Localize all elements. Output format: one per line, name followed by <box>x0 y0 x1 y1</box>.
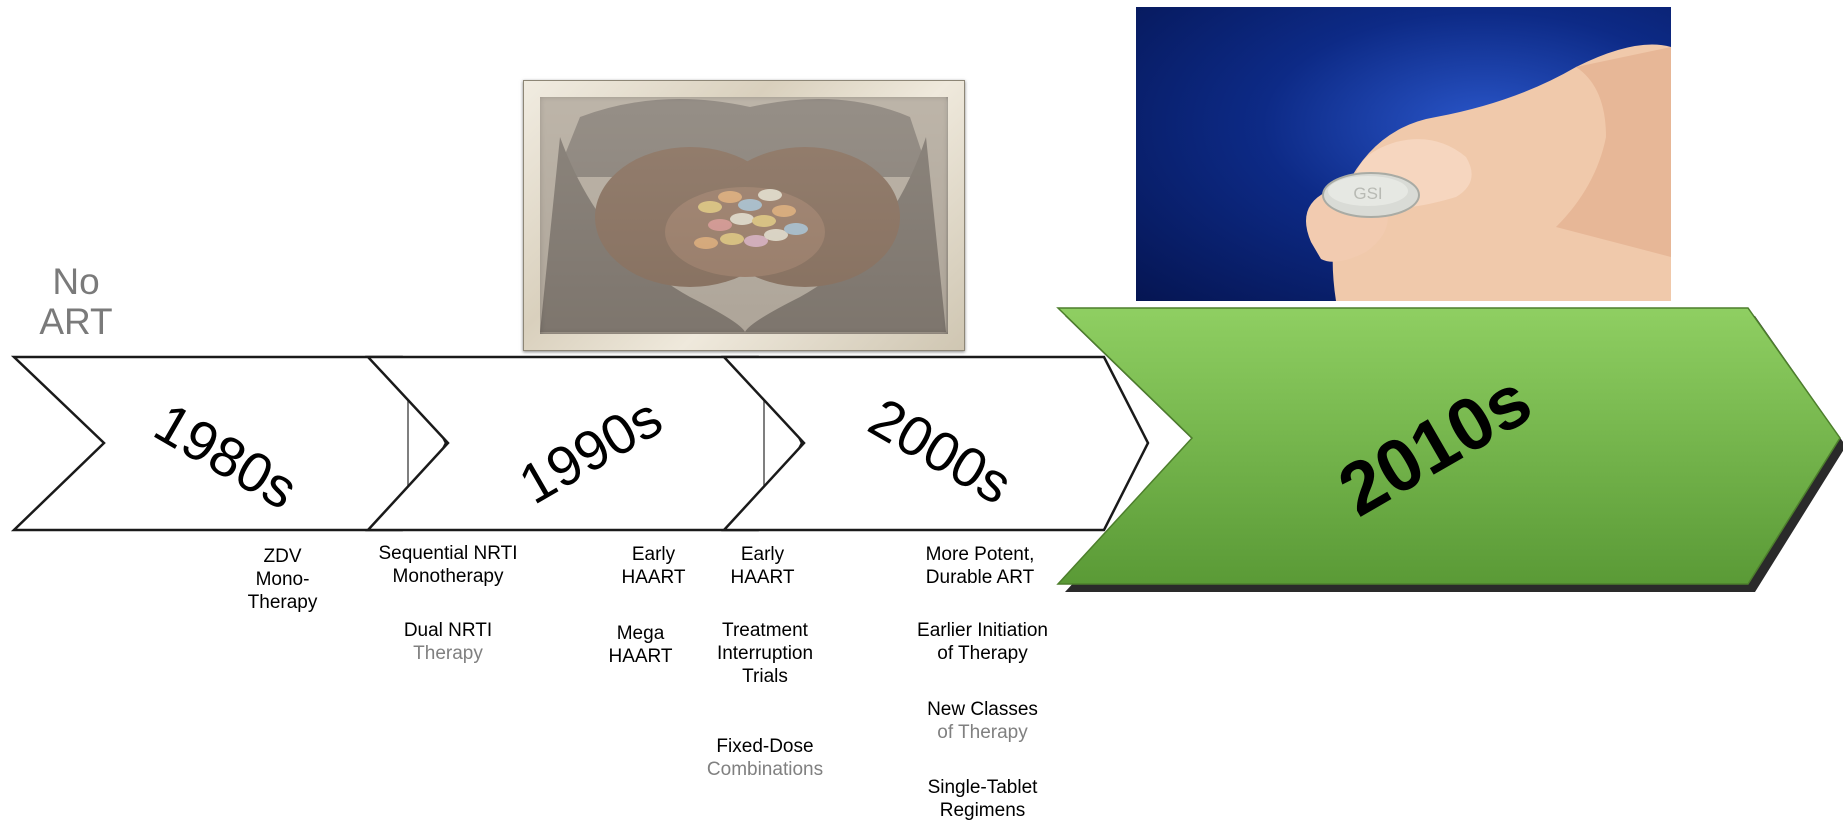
label-earlier-initiation: Earlier Initiation of Therapy <box>917 620 1048 664</box>
label-early-haart-2000s: Early HAART <box>730 544 795 588</box>
label-single-tablet: Single-Tablet Regimens <box>927 777 1038 821</box>
pill-imprint: GSI <box>1353 184 1382 203</box>
label-early-haart-1990s: Early HAART <box>621 544 686 588</box>
no-art-line2: ART <box>39 301 113 342</box>
label-sequential-nrti: Sequential NRTI Monotherapy <box>378 543 518 587</box>
no-art-label: No ART <box>18 262 134 342</box>
chevron-1980s: 1980s <box>10 355 455 532</box>
label-zdv: ZDV Mono- Therapy <box>247 546 318 613</box>
label-fixed-dose: Fixed-Dose Combinations <box>706 736 824 780</box>
label-dual-nrti: Dual NRTI Therapy <box>403 620 493 664</box>
chevron-1990s: 1990s <box>365 355 811 532</box>
chevron-2010s: 2010s <box>1056 307 1843 592</box>
label-treatment-interruption: Treatment Interruption Trials <box>716 620 814 687</box>
label-new-classes: New Classes of Therapy <box>927 699 1038 743</box>
single-tablet-photo: GSI <box>1136 7 1671 301</box>
label-more-potent: More Potent, Durable ART <box>925 544 1035 588</box>
chevron-2000s: 2000s <box>721 355 1150 532</box>
label-mega-haart: Mega HAART <box>608 623 673 667</box>
hands-with-pills-image <box>523 80 965 351</box>
no-art-line1: No <box>52 261 100 302</box>
